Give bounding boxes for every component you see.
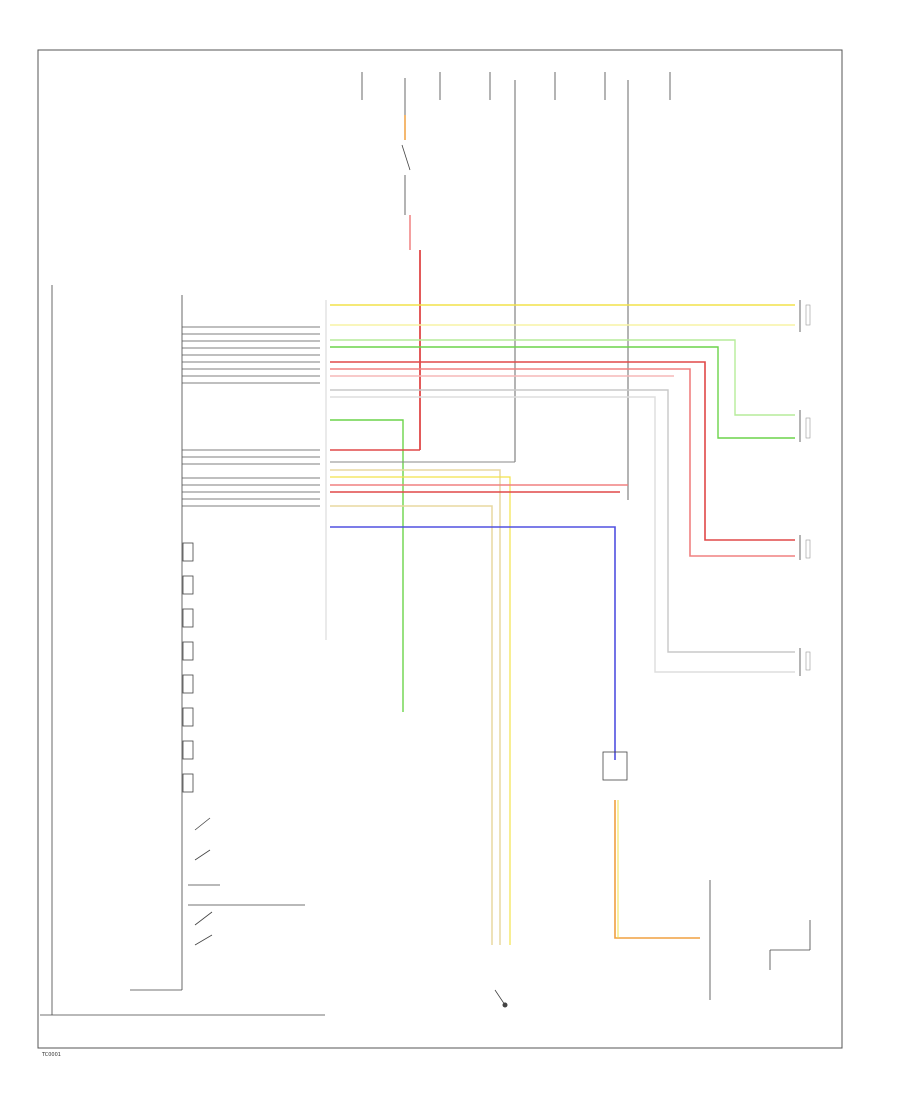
fuse-block-outline bbox=[602, 751, 628, 781]
solenoid-box-7 bbox=[182, 740, 194, 760]
solenoid-box-1 bbox=[182, 542, 194, 562]
instrument-cluster bbox=[709, 880, 811, 1000]
wire-green-1 bbox=[330, 339, 795, 416]
internal-switch-1 bbox=[194, 817, 211, 831]
wire-gray-2 bbox=[330, 396, 795, 673]
diagram-frame bbox=[37, 49, 843, 1049]
abs-control-module bbox=[40, 285, 325, 1016]
wire-green-3 bbox=[330, 419, 404, 712]
footer-code: TC0001 bbox=[41, 1052, 61, 1058]
wire-gray-1 bbox=[330, 389, 795, 653]
ground-point bbox=[494, 989, 508, 1008]
solenoid-box-5 bbox=[182, 674, 194, 694]
sensor-box-3 bbox=[805, 539, 811, 559]
top-fuse-block-left bbox=[361, 72, 441, 450]
wire-green-2 bbox=[330, 346, 795, 439]
sensor-box-4 bbox=[805, 651, 811, 671]
top-fuse-block-middle bbox=[489, 72, 556, 462]
solenoid-box-4 bbox=[182, 641, 194, 661]
solenoid-box-8 bbox=[182, 773, 194, 793]
internal-switch-2 bbox=[194, 849, 211, 861]
wire-blue bbox=[330, 526, 616, 760]
wire-yellow-3 bbox=[330, 476, 511, 945]
harness-wires bbox=[330, 304, 795, 945]
ground-lead bbox=[494, 989, 506, 1006]
right-sensors bbox=[799, 300, 811, 676]
solenoid-box-6 bbox=[182, 707, 194, 727]
sensor-box-2 bbox=[805, 417, 811, 439]
sensor-box-1 bbox=[805, 304, 811, 326]
solenoid-box-2 bbox=[182, 575, 194, 595]
wire-orange bbox=[614, 800, 700, 939]
wire-red-1 bbox=[330, 361, 795, 541]
internal-switch-4 bbox=[194, 934, 213, 946]
wire-red-2 bbox=[330, 368, 795, 557]
wire-tan-2 bbox=[330, 505, 493, 945]
wire-tan-1 bbox=[330, 469, 501, 945]
top-fuse-block-right bbox=[604, 72, 671, 500]
module-pin-stubs bbox=[182, 326, 320, 507]
internal-switch-3 bbox=[194, 911, 213, 926]
switch-contact bbox=[401, 144, 411, 171]
lower-fuse-block bbox=[602, 751, 628, 781]
solenoid-box-3 bbox=[182, 608, 194, 628]
